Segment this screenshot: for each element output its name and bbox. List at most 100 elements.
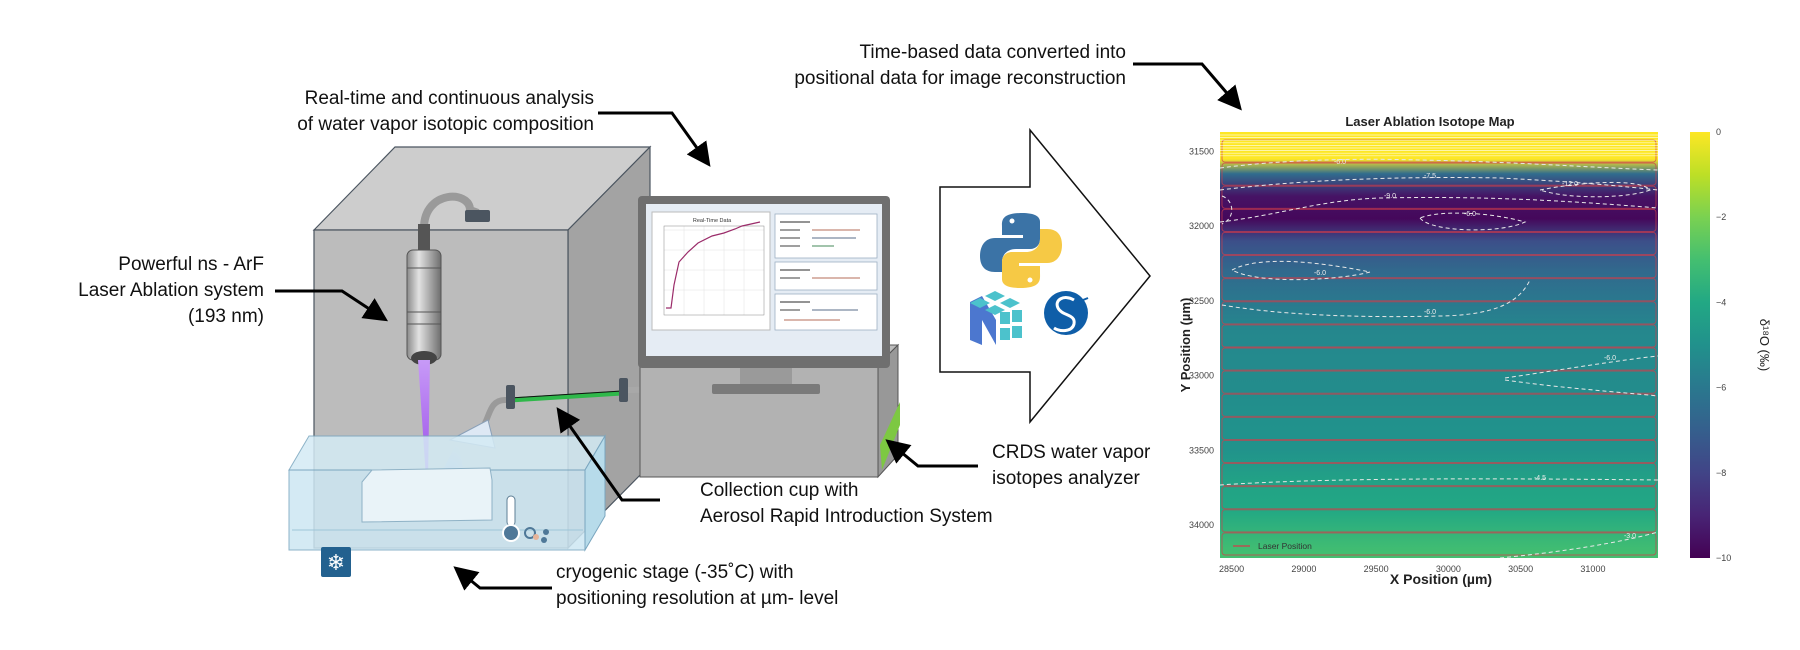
- numpy-logo: [970, 291, 1022, 345]
- chart-title: Laser Ablation Isotope Map: [1345, 114, 1514, 129]
- colorbar-tick-label: −8: [1716, 468, 1726, 478]
- x-tick-label: 28500: [1219, 564, 1244, 574]
- crds-label-line1: CRDS water vapor: [992, 442, 1151, 463]
- laser-track-row: [1221, 301, 1657, 325]
- monitor-chart-title: Real-Time Data: [693, 218, 732, 224]
- contour-line: [1221, 279, 1531, 318]
- ice-sample: [361, 467, 493, 523]
- laser-label-line2: Laser Ablation system: [78, 280, 264, 301]
- x-tick-label: 31000: [1580, 564, 1605, 574]
- conversion-label-line2: positional data for image reconstruction: [794, 68, 1126, 89]
- conversion-label-line1: Time-based data converted into: [859, 42, 1126, 63]
- contour-line: [1220, 158, 1658, 171]
- contour-label: -12.0: [1562, 181, 1578, 188]
- transfer-tube: [509, 390, 623, 403]
- x-axis-label: X Position (µm): [1390, 571, 1492, 587]
- colorbar-tick-label: −10: [1716, 553, 1731, 563]
- laser-track-row: [1221, 347, 1657, 371]
- svg-text:❄: ❄: [327, 550, 345, 575]
- contour-line: [1230, 260, 1371, 281]
- laser-label-line3: (193 nm): [187, 306, 264, 327]
- contour-line: [1221, 195, 1233, 225]
- conversion-label: Time-based data converted into positiona…: [690, 40, 1126, 92]
- contour-label: -6.0: [1424, 309, 1436, 316]
- colorbar-tick-label: −4: [1716, 297, 1726, 307]
- laser-label-line1: Powerful ns - ArF: [118, 254, 264, 275]
- contour-label: -3.0: [1624, 533, 1636, 540]
- laser-track-row: [1221, 370, 1657, 394]
- scipy-logo: [1044, 291, 1089, 335]
- contour-label: -7.5: [1424, 173, 1436, 180]
- snowflake-icon: ❄: [321, 547, 351, 577]
- laser-track-row: [1221, 278, 1657, 302]
- cryo-label: cryogenic stage (-35˚C) with positioning…: [556, 560, 838, 612]
- x-tick-label: 29000: [1291, 564, 1316, 574]
- laser-track-row: [1221, 463, 1657, 487]
- collection-label: Collection cup with Aerosol Rapid Introd…: [700, 478, 993, 530]
- cryogenic-stage: ❄: [288, 434, 606, 577]
- crds-label-line2: isotopes analyzer: [992, 468, 1140, 489]
- laser-track-row: [1221, 208, 1657, 232]
- collection-label-line1: Collection cup with: [700, 480, 859, 501]
- colorbar: [1690, 132, 1710, 558]
- annotation-arrows: [275, 62, 1242, 591]
- analyzer-accent: [880, 402, 900, 470]
- contour-label: -6.0: [1464, 211, 1476, 218]
- y-axis-label: Y Position (µm): [1178, 298, 1193, 393]
- laser-track-row: [1221, 509, 1657, 533]
- y-tick-label: 31500: [1189, 146, 1214, 156]
- y-tick-label: 33500: [1189, 445, 1214, 455]
- y-tick-label: 32500: [1189, 296, 1214, 306]
- x-tick-label: 30000: [1436, 564, 1461, 574]
- legend-label: Laser Position: [1258, 541, 1312, 551]
- laser-track-row: [1221, 416, 1657, 440]
- contour-line: [1220, 478, 1658, 486]
- contour-label: -6.0: [1604, 355, 1616, 362]
- contour-line: [1538, 181, 1651, 198]
- y-tick-label: 34000: [1189, 520, 1214, 530]
- laser-track-row: [1221, 231, 1657, 256]
- contour-line: [1504, 355, 1658, 379]
- colorbar-tick-label: 0: [1716, 127, 1721, 137]
- monitor-curve: [666, 221, 761, 309]
- processing-arrow: [939, 127, 1151, 425]
- heatmap-surface: [1220, 132, 1658, 558]
- laser-track-row: [1221, 255, 1657, 279]
- contour-line: [1220, 177, 1658, 191]
- laser-track-row: [1221, 439, 1657, 464]
- laser-track-row: [1221, 486, 1657, 510]
- contour-line: [1220, 196, 1658, 223]
- analysis-label-line1: Real-time and continuous analysis: [304, 88, 594, 109]
- analysis-label-line2: of water vapor isotopic composition: [297, 114, 594, 135]
- contour-line: [1499, 531, 1658, 558]
- laser-track-row: [1221, 324, 1657, 348]
- colorbar-tick-label: −2: [1716, 212, 1726, 222]
- laser-label: Powerful ns - ArF Laser Ablation system …: [20, 252, 264, 330]
- contour-label: -9.0: [1384, 193, 1396, 200]
- analysis-label: Real-time and continuous analysis of wat…: [200, 86, 594, 138]
- laser-track-row: [1221, 532, 1657, 556]
- contour-line: [1419, 212, 1527, 231]
- python-logo: [980, 213, 1062, 288]
- molecule-icon: [524, 527, 549, 543]
- crds-label: CRDS water vapor isotopes analyzer: [992, 440, 1150, 492]
- y-tick-label: 33000: [1189, 371, 1214, 381]
- collection-label-line2: Aerosol Rapid Introduction System: [700, 506, 993, 527]
- colorbar-label: δ¹⁸O (‰): [1757, 319, 1772, 371]
- y-tick-label: 32000: [1189, 221, 1214, 231]
- contour-label: -6.0: [1334, 159, 1346, 166]
- x-tick-label: 29500: [1364, 564, 1389, 574]
- cryo-label-line2: positioning resolution at µm- level: [556, 588, 839, 609]
- colorbar-tick-label: −6: [1716, 383, 1726, 393]
- laser-track-row: [1221, 162, 1657, 186]
- cryo-label-line1: cryogenic stage (-35˚C) with: [556, 562, 794, 583]
- x-tick-label: 30500: [1508, 564, 1533, 574]
- contour-label: -6.0: [1314, 270, 1326, 277]
- monitor: Real-Time Data: [638, 196, 890, 394]
- laser-track-row: [1221, 393, 1657, 417]
- legend: Laser Position: [1233, 541, 1312, 551]
- thermometer-icon: [502, 495, 520, 542]
- contour-label: -4.5: [1534, 475, 1546, 482]
